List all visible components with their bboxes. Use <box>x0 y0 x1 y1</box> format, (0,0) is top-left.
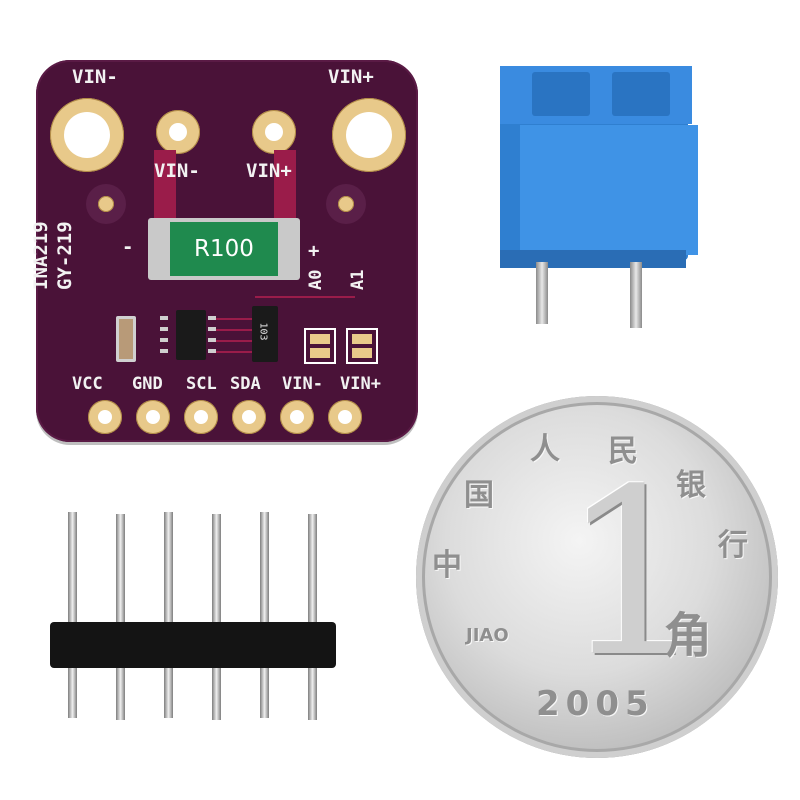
jumper-a1 <box>346 328 378 364</box>
label-inner-vin-plus: VIN+ <box>246 160 292 182</box>
pin-label-sda: SDA <box>230 374 261 394</box>
terminal-pad-plus <box>252 110 296 154</box>
pin-pad-sda <box>232 400 266 434</box>
header-pin <box>260 512 269 718</box>
coin-char-4: 民 <box>608 434 638 469</box>
pin-header-base <box>50 622 336 668</box>
label-a0: A0 <box>306 269 326 290</box>
mount-pad-vin-plus <box>332 98 406 172</box>
pin-pad-vin-minus <box>280 400 314 434</box>
coin-unit-pinyin: JIAO <box>466 625 509 646</box>
mount-pad-vin-minus <box>50 98 124 172</box>
ina219-pcb: VIN- VIN+ VIN- VIN+ INA219 GY-219 - + <box>30 60 418 442</box>
resistor-network-label: 103 <box>257 322 269 341</box>
shunt-resistor-label: R100 <box>194 236 254 262</box>
pin-label-vcc: VCC <box>72 374 103 394</box>
ina219-chip <box>176 310 206 360</box>
coin-char-1: 中 <box>432 548 462 583</box>
pin-pad-scl <box>184 400 218 434</box>
pin-label-scl: SCL <box>186 374 217 394</box>
pin-pad-vcc <box>88 400 122 434</box>
label-ina219: INA219 <box>30 221 52 290</box>
label-gy219: GY-219 <box>54 221 76 290</box>
header-pin <box>308 514 317 720</box>
coin <box>416 396 778 758</box>
header-pin <box>164 512 173 718</box>
coin-char-5: 银 <box>676 468 706 503</box>
coin-unit-cn: 角 <box>664 608 713 664</box>
header-pin <box>68 512 77 718</box>
coin-char-2: 国 <box>464 478 494 513</box>
label-inner-vin-minus: VIN- <box>154 160 200 182</box>
label-a1: A1 <box>348 269 368 290</box>
header-pin <box>212 514 221 720</box>
label-plus: + <box>308 240 320 262</box>
capacitor <box>116 316 136 362</box>
pin-label-vin-minus: VIN- <box>282 374 323 394</box>
pin-pad-vin-plus <box>328 400 362 434</box>
terminal-leg-1 <box>536 262 548 324</box>
pin-label-gnd: GND <box>132 374 163 394</box>
label-minus: - <box>122 236 134 258</box>
header-pin <box>116 514 125 720</box>
coin-char-6: 行 <box>718 528 748 563</box>
pin-pad-gnd <box>136 400 170 434</box>
jumper-a0 <box>304 328 336 364</box>
label-top-vin-plus: VIN+ <box>328 66 374 88</box>
label-top-vin-minus: VIN- <box>72 66 118 88</box>
terminal-leg-2 <box>630 262 642 328</box>
terminal-pad-minus <box>156 110 200 154</box>
coin-year: 2005 <box>536 684 655 724</box>
shunt-resistor: R100 <box>148 218 300 280</box>
coin-denomination: 1 <box>560 441 707 708</box>
resistor-network: 103 <box>252 306 278 362</box>
coin-char-3: 人 <box>530 432 560 467</box>
terminal-block-front <box>520 125 698 255</box>
pin-label-vin-plus: VIN+ <box>340 374 381 394</box>
